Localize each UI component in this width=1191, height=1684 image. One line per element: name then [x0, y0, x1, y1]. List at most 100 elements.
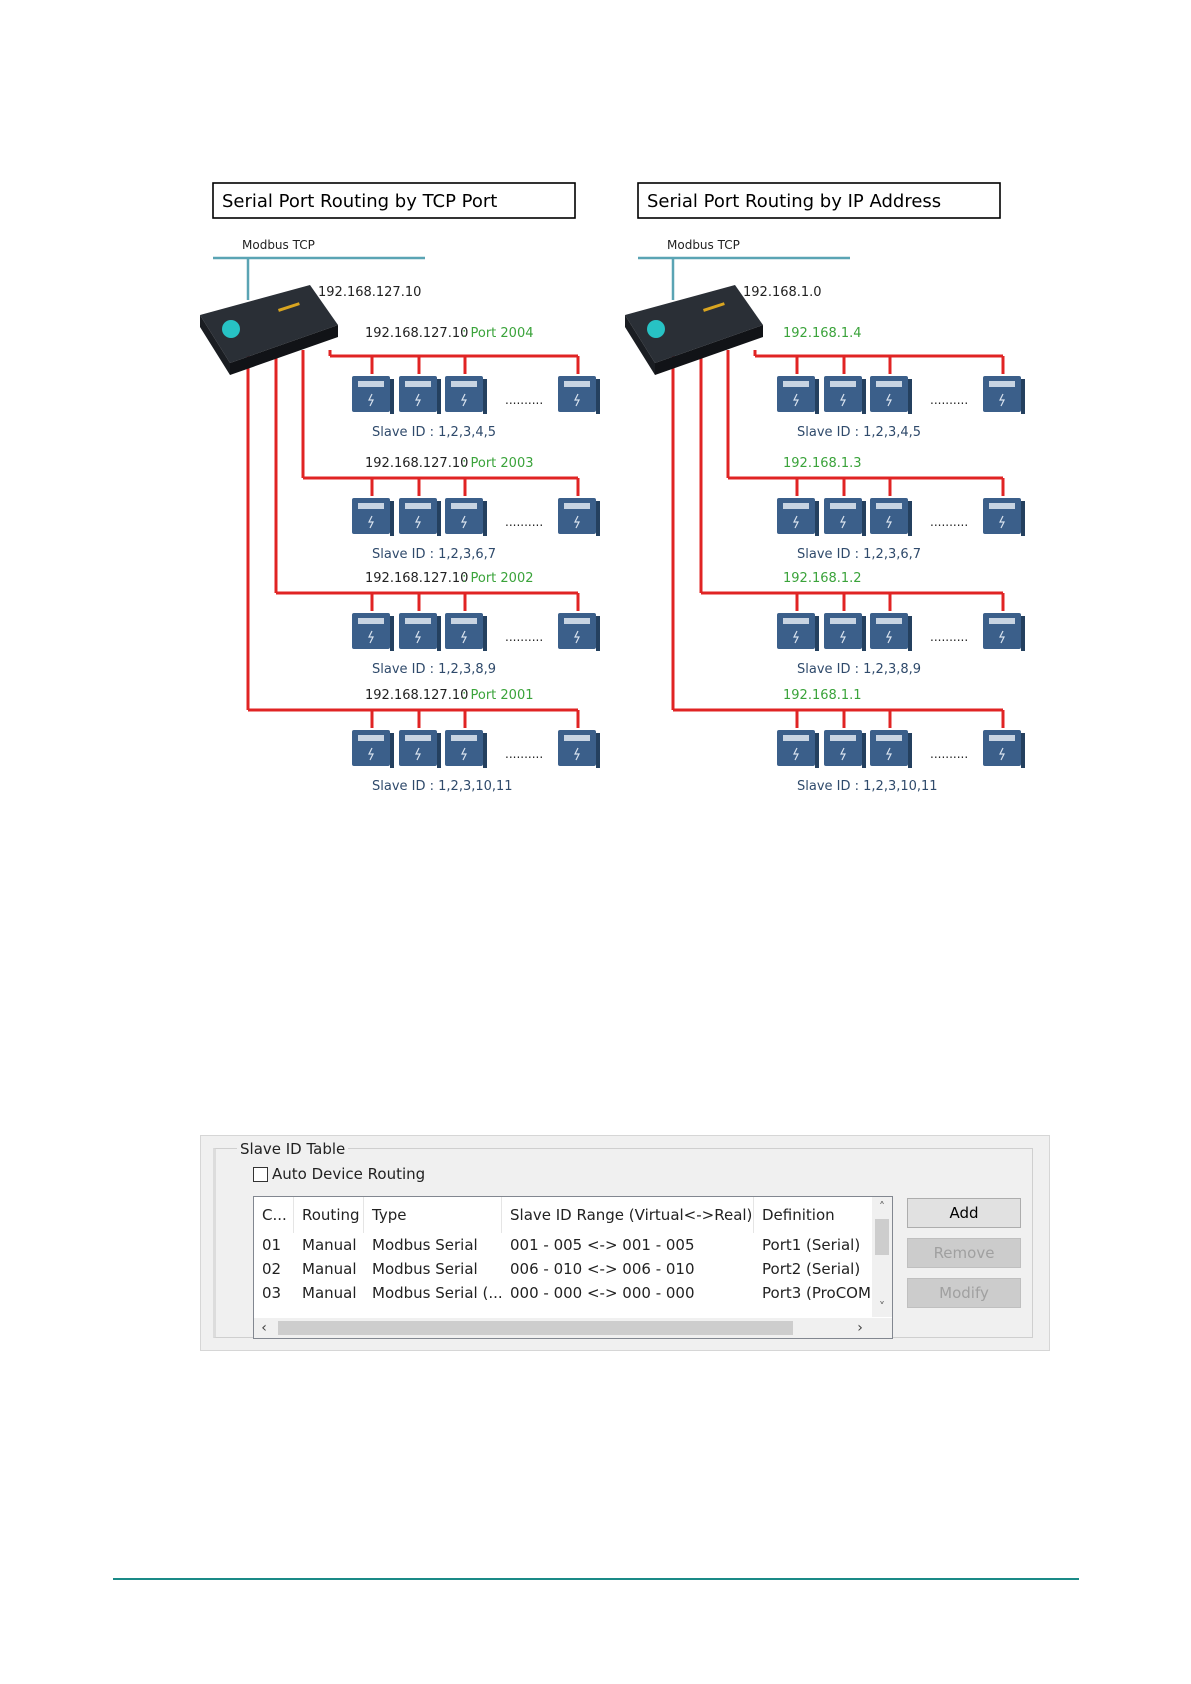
slave-device [399, 376, 441, 414]
network-label: Modbus TCP [667, 238, 740, 252]
auto-device-routing-checkbox[interactable] [253, 1166, 268, 1182]
slave-device-side [1021, 616, 1025, 651]
footer-rule [113, 1578, 1079, 1580]
auto-device-routing[interactable]: Auto Device Routing [253, 1165, 425, 1183]
vertical-scroll-thumb[interactable] [875, 1219, 889, 1255]
gateway-body [200, 285, 338, 363]
modify-button[interactable]: Modify [907, 1278, 1021, 1308]
bolt-icon [840, 630, 846, 644]
scroll-left-icon[interactable]: ‹ [261, 1320, 267, 1336]
gateway-logo [278, 302, 300, 312]
gateway-led-icon [222, 320, 240, 338]
bolt-icon [574, 630, 580, 644]
slave-device-side [596, 501, 600, 536]
bolt-icon [999, 515, 1005, 529]
column-header-routing[interactable]: Routing [294, 1197, 364, 1233]
cell-definition: Port1 (Serial) [762, 1236, 861, 1254]
slave-device-display [783, 381, 809, 387]
slave-device-display [405, 618, 431, 624]
ellipsis: .......... [930, 393, 968, 407]
row-slave-ids: Slave ID : 1,2,3,8,9 [372, 662, 496, 677]
bolt-icon [368, 515, 374, 529]
slave-device [824, 376, 866, 414]
slave-device-display [405, 381, 431, 387]
slave-device [352, 730, 394, 768]
slave-device [558, 376, 600, 414]
ellipsis: .......... [505, 393, 543, 407]
cell-type: Modbus Serial [372, 1236, 478, 1254]
slave-device-display [876, 381, 902, 387]
cell-c: 02 [262, 1260, 282, 1278]
slave-device [352, 376, 394, 414]
horizontal-scroll-thumb[interactable] [278, 1321, 793, 1335]
diagram-title-box [212, 182, 576, 219]
row-slave-ids: Slave ID : 1,2,3,10,11 [372, 779, 513, 794]
gateway-device [200, 285, 338, 375]
slave-device-display [451, 503, 477, 509]
scroll-right-icon[interactable]: › [857, 1320, 863, 1336]
slave-device [824, 613, 866, 651]
cell-routing: Manual [302, 1260, 357, 1278]
horizontal-scrollbar[interactable]: ‹ › [254, 1318, 892, 1338]
column-header-type[interactable]: Type [364, 1197, 502, 1233]
cell-routing: Manual [302, 1284, 357, 1302]
slave-device [824, 498, 866, 536]
row-slave-ids: Slave ID : 1,2,3,4,5 [372, 425, 496, 440]
slave-device-side [1021, 379, 1025, 414]
remove-button[interactable]: Remove [907, 1238, 1021, 1268]
slave-device-side [596, 379, 600, 414]
network-label: Modbus TCP [242, 238, 315, 252]
ellipsis: .......... [505, 747, 543, 761]
slave-id-list[interactable]: C... Routing Type Slave ID Range (Virtua… [253, 1196, 893, 1339]
slave-device-display [989, 618, 1015, 624]
bolt-icon [886, 747, 892, 761]
row-slave-ids: Slave ID : 1,2,3,10,11 [797, 779, 938, 794]
column-header-definition[interactable]: Definition [762, 1206, 835, 1224]
slave-device [558, 498, 600, 536]
slave-device [870, 498, 912, 536]
slave-device-display [405, 735, 431, 741]
bolt-icon [793, 630, 799, 644]
bolt-icon [840, 747, 846, 761]
slave-device-side [437, 616, 441, 651]
slave-device-side [1021, 501, 1025, 536]
table-row[interactable]: 02 Manual Modbus Serial 006 - 010 <-> 00… [254, 1257, 874, 1281]
slave-device-side [483, 733, 487, 768]
cell-definition: Port2 (Serial) [762, 1260, 861, 1278]
slave-device [399, 730, 441, 768]
list-header: C... Routing Type Slave ID Range (Virtua… [254, 1197, 874, 1233]
slave-device-display [830, 735, 856, 741]
cell-type: Modbus Serial [372, 1260, 478, 1278]
ellipsis: .......... [930, 515, 968, 529]
diagram-title: Serial Port Routing by TCP Port [222, 191, 497, 212]
ellipsis: .......... [505, 630, 543, 644]
slave-device-side [815, 379, 819, 414]
row-slave-ids: Slave ID : 1,2,3,8,9 [797, 662, 921, 677]
row-port: : Port 2004 [462, 326, 534, 341]
slave-device-display [564, 618, 590, 624]
slave-device-display [451, 381, 477, 387]
add-button[interactable]: Add [907, 1198, 1021, 1228]
slave-device [352, 613, 394, 651]
column-header-c[interactable]: C... [254, 1197, 294, 1233]
gateway-ip: 192.168.1.0 [743, 285, 822, 300]
bolt-icon [999, 630, 1005, 644]
gateway-front [625, 315, 655, 375]
slave-device [777, 613, 819, 651]
scroll-down-icon[interactable]: ˅ [879, 1300, 885, 1314]
table-row[interactable]: 01 Manual Modbus Serial 001 - 005 <-> 00… [254, 1233, 874, 1257]
bolt-icon [793, 393, 799, 407]
cell-c: 03 [262, 1284, 282, 1302]
group-title: Slave ID Table [237, 1140, 349, 1158]
column-header-slave-id-range[interactable]: Slave ID Range (Virtual<->Real) [502, 1197, 754, 1233]
bolt-icon [793, 515, 799, 529]
row-slave-ids: Slave ID : 1,2,3,6,7 [372, 547, 496, 562]
bolt-icon [574, 747, 580, 761]
cell-slave-id-range: 001 - 005 <-> 001 - 005 [510, 1236, 695, 1254]
table-row[interactable]: 03 Manual Modbus Serial (... 000 - 000 <… [254, 1281, 874, 1305]
scroll-up-icon[interactable]: ˄ [879, 1200, 885, 1214]
slave-device [983, 498, 1025, 536]
auto-device-routing-label: Auto Device Routing [272, 1165, 426, 1183]
bolt-icon [461, 393, 467, 407]
vertical-scrollbar[interactable]: ˄ ˅ [872, 1197, 892, 1317]
